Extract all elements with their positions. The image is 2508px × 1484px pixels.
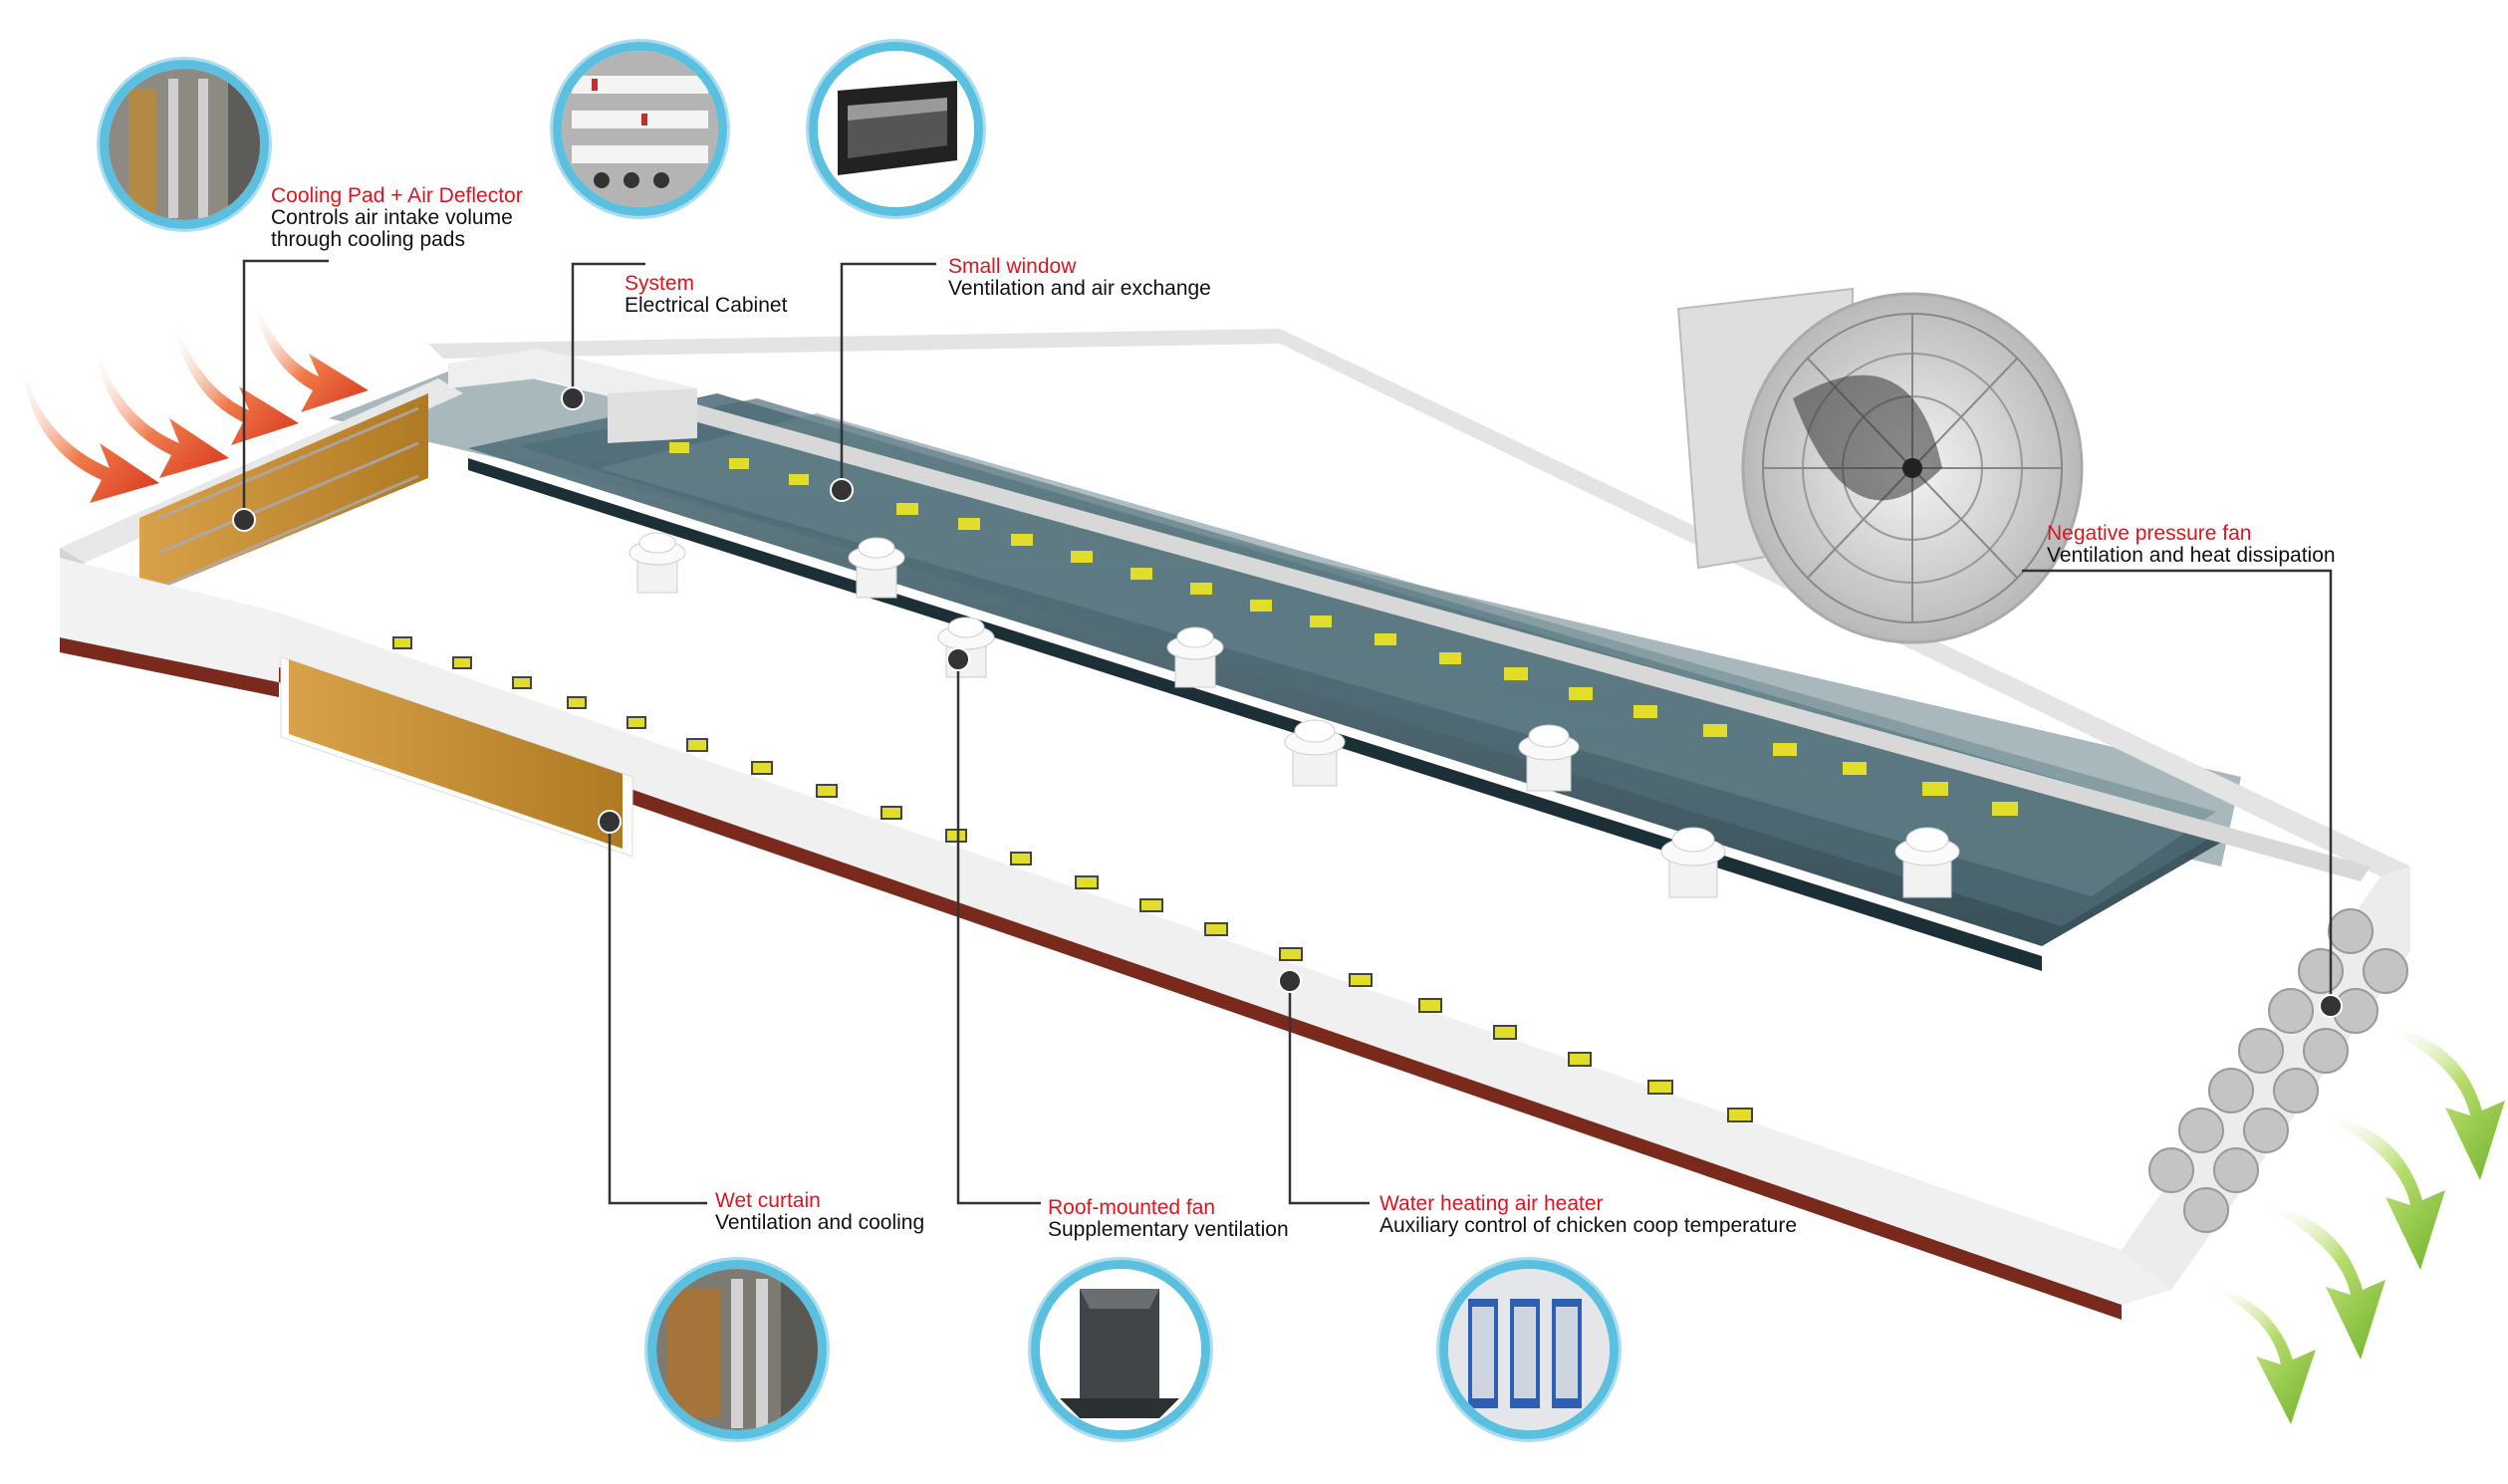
- front-wall: [279, 613, 2171, 1305]
- callout-small-window-desc: Ventilation and air exchange: [948, 277, 1211, 300]
- leader-lines: [242, 259, 2333, 1205]
- callout-wet-curtain: Wet curtain Ventilation and cooling: [715, 1190, 924, 1234]
- small-window-thumbnail: [809, 42, 983, 216]
- callout-cooling-pad: Cooling Pad + Air Deflector Controls air…: [271, 185, 523, 251]
- front-wet-curtain: [280, 656, 633, 858]
- leader-dots: [232, 386, 2343, 1018]
- callout-cabinet: System Electrical Cabinet: [625, 273, 787, 317]
- callout-roof-fan-title: Roof-mounted fan: [1048, 1196, 1216, 1219]
- wet-curtain-thumbnail: [647, 1260, 827, 1439]
- callout-roof-fan-desc: Supplementary ventilation: [1048, 1218, 1289, 1241]
- air-heater-thumbnail: [1439, 1260, 1619, 1439]
- callout-cooling-pad-title: Cooling Pad + Air Deflector: [271, 184, 523, 207]
- callout-roof-fan: Roof-mounted fan Supplementary ventilati…: [1048, 1197, 1289, 1241]
- callout-cabinet-title: System: [625, 272, 695, 295]
- electrical-cabinet-thumbnail: [553, 42, 727, 216]
- callout-wet-curtain-desc: Ventilation and cooling: [715, 1211, 925, 1234]
- callout-small-window: Small window Ventilation and air exchang…: [948, 256, 1211, 300]
- callout-negative-fan-title: Negative pressure fan: [2047, 522, 2252, 545]
- callout-wet-curtain-title: Wet curtain: [715, 1189, 821, 1212]
- air-outlet-arrows: [2201, 1026, 2505, 1424]
- callout-air-heater-title: Water heating air heater: [1379, 1192, 1604, 1215]
- back-wall-windows: [610, 426, 2018, 816]
- callout-cooling-pad-desc-line2: through cooling pads: [271, 228, 465, 251]
- callout-cooling-pad-desc-line1: Controls air intake volume: [271, 206, 513, 229]
- roof-fans: [628, 532, 1960, 898]
- callout-air-heater: Water heating air heater Auxiliary contr…: [1379, 1193, 1797, 1237]
- callout-air-heater-desc: Auxiliary control of chicken coop temper…: [1379, 1214, 1798, 1237]
- air-inlet-arrows: [20, 299, 369, 503]
- callout-negative-fan: Negative pressure fan Ventilation and he…: [2047, 523, 2336, 567]
- front-wall-base: [279, 667, 2122, 1320]
- cone-fan-illustration: [1676, 287, 2084, 644]
- cooling-pad-thumbnail: [100, 60, 269, 229]
- end-cooling-pad: [139, 393, 428, 598]
- back-wall: [647, 393, 2371, 881]
- exhaust-fan-bank: [2148, 908, 2408, 1233]
- front-wall-windows: [392, 636, 1753, 1122]
- callout-negative-fan-desc: Ventilation and heat dissipation: [2047, 544, 2336, 567]
- callout-small-window-title: Small window: [948, 255, 1077, 278]
- roof-fan-thumbnail: [1031, 1260, 1210, 1439]
- callout-cabinet-desc: Electrical Cabinet: [625, 294, 788, 317]
